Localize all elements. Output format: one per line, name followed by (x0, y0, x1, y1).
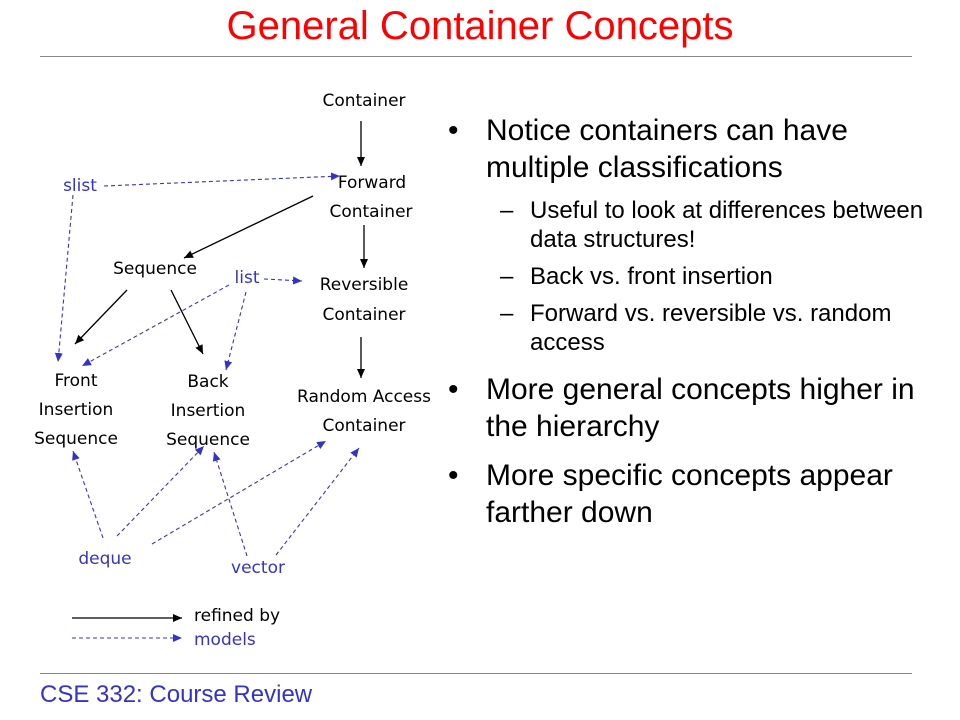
bullet-multiple-classifications: • Notice containers can have multiple cl… (446, 112, 936, 186)
sub-bullet-dash: – (500, 263, 514, 290)
models-arrows (54, 172, 360, 557)
arrow-list-to-reversible (263, 276, 303, 285)
arrow-deque-to-random (151, 440, 327, 545)
legend-refined-label: refined by (194, 606, 280, 626)
model-list: list (235, 268, 260, 288)
node-back-line2: Insertion (171, 401, 246, 421)
legend-models-label: models (194, 630, 256, 650)
node-random-line2: Container (322, 416, 405, 436)
sub-bullet-list: – Useful to look at differences between … (446, 196, 936, 357)
sub-bullet-differences: – Useful to look at differences between … (446, 196, 936, 254)
node-reversible-line1: Reversible (320, 275, 409, 295)
node-back-line3: Sequence (166, 430, 250, 450)
bullet-general-concepts: • More general concepts higher in the hi… (446, 371, 936, 445)
sub-bullet-text: Useful to look at differences between da… (530, 197, 924, 253)
arrow-vector-to-random (275, 447, 360, 556)
sub-bullet-dash: – (500, 300, 514, 327)
bullet-dot: • (448, 114, 459, 147)
bullet-list: • Notice containers can have multiple cl… (446, 112, 936, 543)
node-forward-line1: Forward (338, 173, 406, 193)
slide-footer: CSE 332: Course Review (40, 681, 313, 708)
diagram-legend: refined by models (72, 606, 280, 650)
model-slist: slist (63, 176, 97, 196)
node-forward-line2: Container (329, 202, 412, 222)
arrow-slist-to-forward (103, 172, 341, 187)
arrow-list-to-back (224, 291, 247, 371)
arrow-forward-to-sequence (183, 195, 314, 259)
node-random-line1: Random Access (297, 387, 431, 407)
arrow-slist-to-front (54, 194, 74, 363)
node-front-line1: Front (55, 371, 98, 391)
arrow-deque-to-back (116, 445, 205, 537)
model-deque: deque (78, 549, 131, 569)
slide-title: General Container Concepts (226, 4, 734, 48)
sub-bullet-text: Forward vs. reversible vs. random access (530, 300, 892, 356)
node-back-line1: Back (187, 372, 228, 392)
node-reversible-line2: Container (322, 305, 405, 325)
top-divider (40, 56, 912, 57)
sub-bullet-insertion: – Back vs. front insertion (446, 262, 936, 291)
arrow-sequence-to-back (170, 289, 204, 355)
bullet-dot: • (448, 459, 459, 492)
bullet-text: More general concepts higher in the hier… (486, 373, 915, 443)
sub-bullet-dash: – (500, 197, 514, 224)
bottom-divider (40, 673, 912, 674)
arrow-deque-to-front (72, 450, 104, 539)
arrow-sequence-to-front (74, 289, 128, 345)
bullet-text: Notice containers can have multiple clas… (486, 114, 848, 184)
node-sequence: Sequence (113, 259, 197, 279)
node-front-line2: Insertion (39, 400, 114, 420)
sub-bullet-access: – Forward vs. reversible vs. random acce… (446, 299, 936, 357)
refined-by-arrows (74, 121, 368, 378)
bullet-specific-concepts: • More specific concepts appear farther … (446, 457, 936, 531)
bullet-dot: • (448, 373, 459, 406)
node-container: Container (322, 91, 405, 111)
sub-bullet-text: Back vs. front insertion (530, 263, 773, 290)
bullet-text: More specific concepts appear farther do… (486, 459, 893, 529)
node-front-line3: Sequence (34, 429, 118, 449)
arrow-list-to-front (81, 284, 230, 367)
model-vector: vector (231, 558, 285, 578)
